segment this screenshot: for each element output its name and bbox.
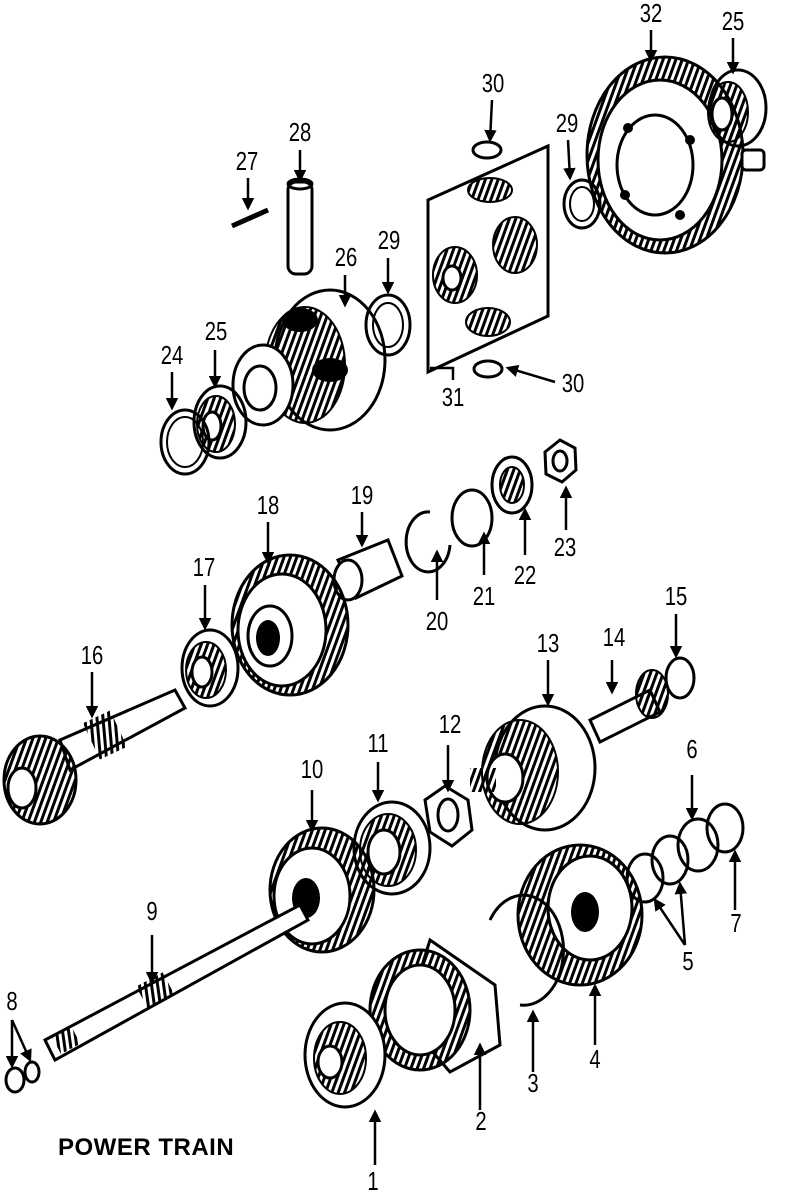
callout-7: 7 — [730, 909, 741, 938]
part-29-thrust-washer-right — [562, 178, 602, 230]
part-13-clutch-assembly — [470, 704, 597, 832]
leader-lines — [5, 30, 742, 1165]
part-21-snap-ring — [450, 488, 494, 548]
part-24-snap-ring — [159, 408, 211, 476]
callout-12: 12 — [439, 710, 462, 739]
callout-2: 2 — [475, 1107, 486, 1136]
part-4-clutch-drum — [516, 843, 644, 987]
diagram-caption: POWER TRAIN — [58, 1134, 235, 1161]
callout-29-left: 29 — [378, 226, 401, 255]
callout-11: 11 — [367, 729, 388, 758]
part-19-sleeve — [332, 538, 404, 602]
part-22-bearing — [490, 455, 534, 515]
callout-14: 14 — [603, 623, 626, 652]
part-29-thrust-washer-left — [364, 293, 412, 357]
part-1-hub-assembly — [303, 1001, 387, 1109]
callout-23: 23 — [554, 533, 577, 562]
callout-5: 5 — [682, 947, 693, 976]
part-28-pinion-shaft — [286, 177, 314, 276]
part-7-snap-ring — [705, 802, 745, 854]
part-17-bearing — [180, 628, 240, 708]
part-15-snap-ring — [664, 656, 696, 700]
callout-30-top: 30 — [482, 69, 505, 98]
callout-32: 32 — [640, 0, 663, 28]
callout-28: 28 — [289, 118, 312, 147]
part-27-lock-pin — [230, 207, 270, 229]
part-8-seal-rings — [4, 1060, 41, 1094]
callout-27: 27 — [236, 147, 259, 176]
callout-16: 16 — [81, 641, 104, 670]
part-9-input-shaft — [43, 902, 311, 1063]
callout-26: 26 — [335, 243, 358, 272]
callout-8: 8 — [6, 987, 17, 1016]
part-12-retainer-plate — [423, 784, 474, 848]
callout-9: 9 — [146, 897, 157, 926]
callout-17: 17 — [193, 553, 216, 582]
callout-25-left: 25 — [205, 317, 228, 346]
part-20-snap-ring — [404, 510, 452, 574]
callout-21: 21 — [473, 582, 496, 611]
part-26-differential-case — [231, 288, 387, 432]
callout-4: 4 — [589, 1045, 600, 1074]
callout-25-top: 25 — [722, 7, 745, 36]
part-2-clutch-housing — [368, 937, 502, 1074]
callout-22: 22 — [514, 561, 537, 590]
callout-31: 31 — [442, 383, 465, 412]
callout-15: 15 — [665, 582, 688, 611]
part-18-transfer-drive-gear — [230, 553, 350, 697]
part-3-snap-ring — [488, 893, 565, 1007]
callout-20: 20 — [426, 607, 449, 636]
part-30-washer-top — [471, 140, 503, 160]
part-31-pinion-gear-set — [426, 143, 550, 375]
callout-24: 24 — [161, 341, 184, 370]
part-16-output-shaft — [2, 688, 188, 826]
callout-10: 10 — [301, 755, 324, 784]
part-30-washer-bottom — [472, 359, 504, 379]
callout-18: 18 — [257, 491, 280, 520]
part-14-gear-shaft — [588, 669, 669, 745]
part-11-bearing — [352, 800, 432, 896]
callout-13: 13 — [537, 629, 560, 658]
callout-labels: 1 2 3 4 5 6 7 8 9 10 11 12 13 14 15 16 1… — [6, 0, 744, 1194]
part-32-ring-gear — [585, 55, 745, 255]
callout-3: 3 — [527, 1069, 538, 1098]
callout-29-right: 29 — [556, 109, 579, 138]
callout-19: 19 — [351, 481, 374, 510]
part-23-lock-nut — [543, 438, 578, 484]
callout-30-bottom: 30 — [562, 369, 585, 398]
callout-1: 1 — [367, 1167, 378, 1194]
callout-6: 6 — [686, 735, 697, 764]
